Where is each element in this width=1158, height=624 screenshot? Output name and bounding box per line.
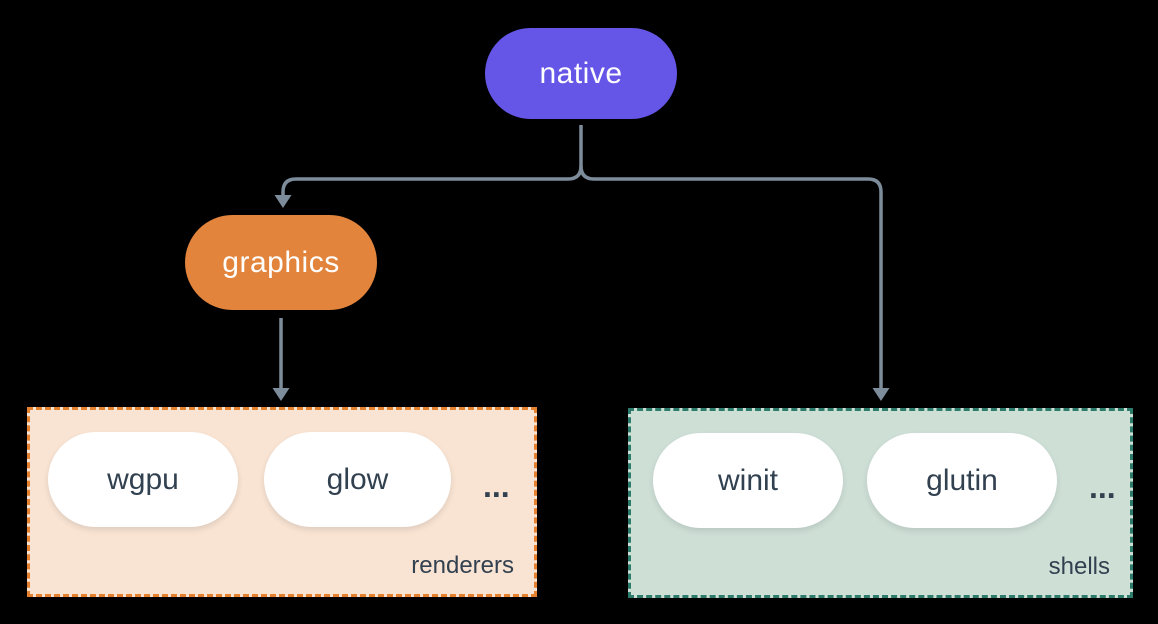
renderers-more-ellipsis: ... — [483, 468, 510, 504]
node-glutin: glutin — [867, 433, 1057, 528]
group-label-renderers: renderers — [411, 552, 514, 579]
node-glow-label: glow — [326, 462, 389, 496]
group-renderers: wgpu glow ... renderers — [27, 407, 537, 597]
node-glow: glow — [264, 432, 451, 527]
node-winit: winit — [653, 433, 843, 528]
node-glutin-label: glutin — [926, 463, 998, 497]
shells-more-ellipsis: ... — [1089, 469, 1116, 505]
node-graphics: graphics — [185, 215, 377, 310]
arrowhead-graphics — [274, 195, 292, 208]
edge-native-graphics — [281, 125, 583, 196]
node-graphics-label: graphics — [222, 245, 340, 279]
node-winit-label: winit — [717, 463, 778, 497]
group-shells: winit glutin ... shells — [628, 408, 1133, 598]
node-native-label: native — [539, 56, 623, 90]
node-wgpu-label: wgpu — [107, 462, 179, 496]
arrowhead-renderers — [272, 388, 290, 401]
node-native: native — [485, 28, 677, 119]
edge-native-shells — [579, 165, 883, 389]
node-wgpu: wgpu — [48, 432, 238, 527]
group-label-shells: shells — [1048, 553, 1110, 580]
arrowhead-shells — [872, 388, 890, 401]
